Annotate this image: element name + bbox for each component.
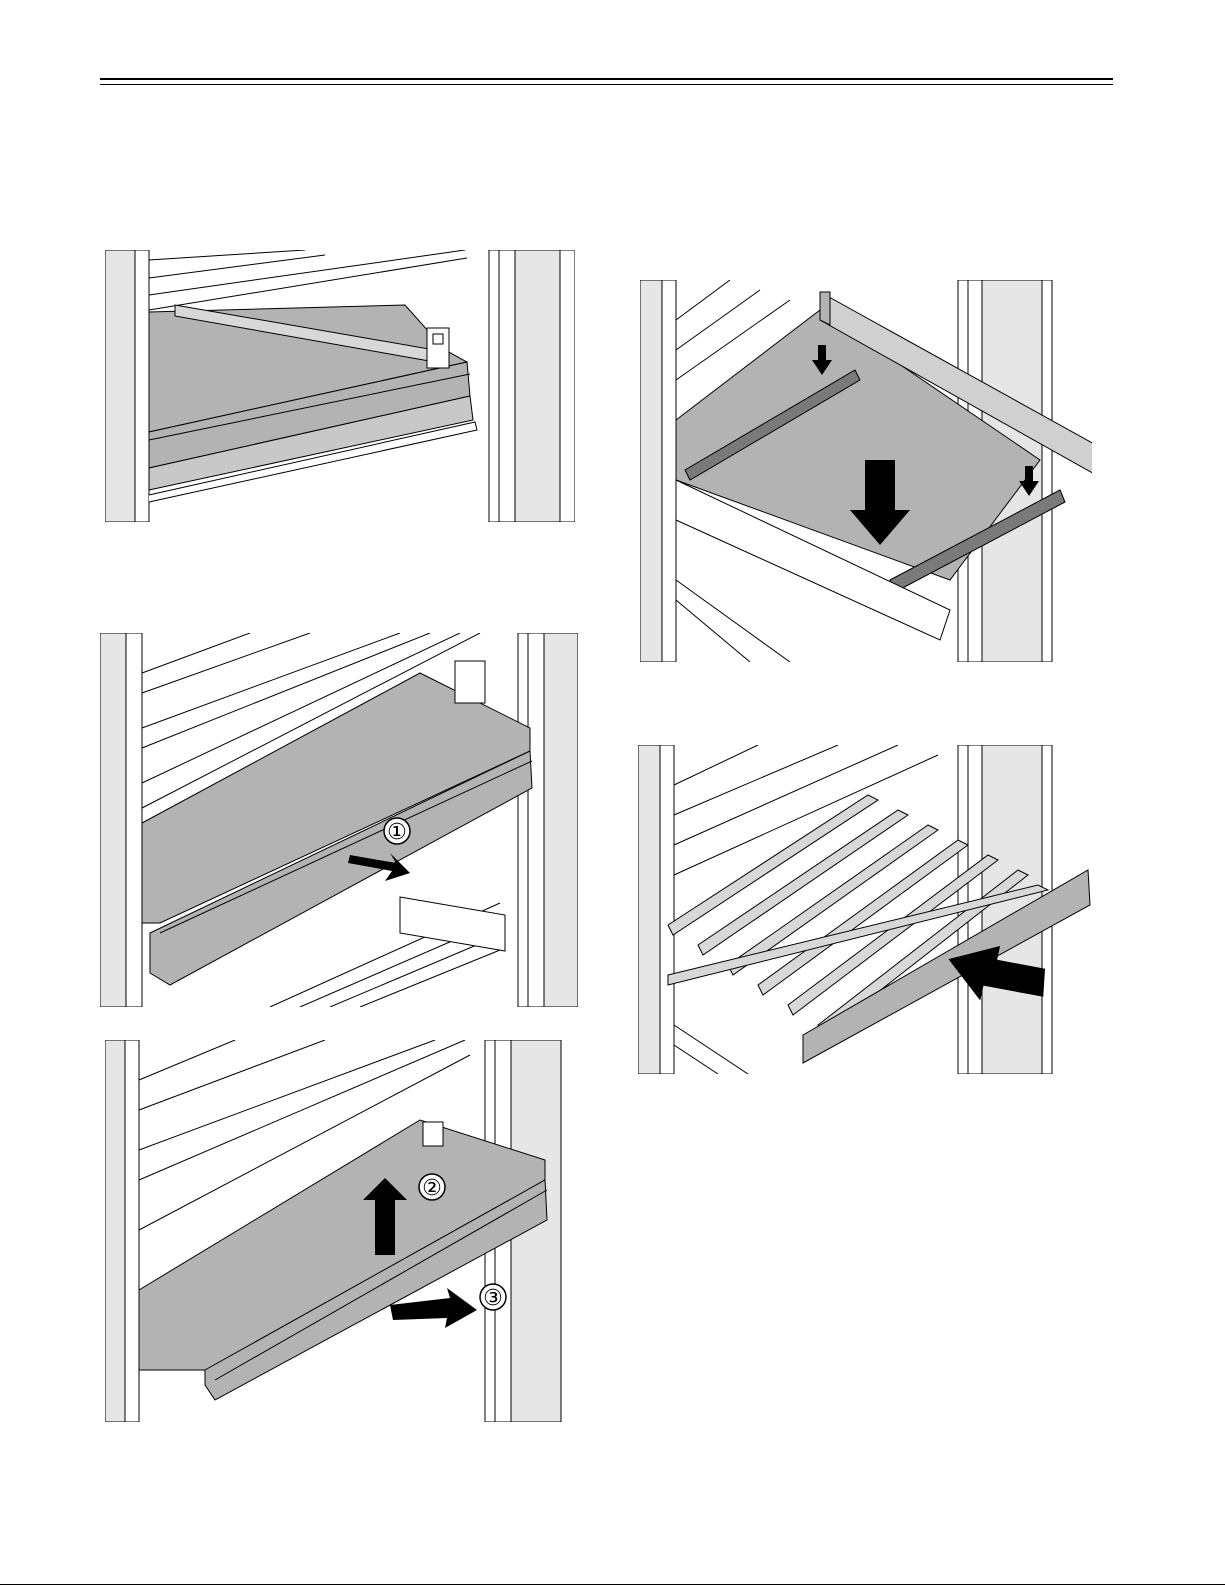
figure-shelf-insert-down: [640, 280, 1092, 662]
shelf-lift-and-remove-illustration: ② ③: [105, 1040, 575, 1422]
shelf-installed-illustration: [105, 250, 575, 522]
shelf-insert-down-illustration: [640, 280, 1092, 662]
shelf-pull-out-illustration: ①: [100, 633, 578, 1007]
header-rule-thick: [100, 78, 1113, 80]
header-rule-thin: [100, 84, 1113, 85]
figure-rack-push-in: [638, 745, 1105, 1074]
step-3-label: ③: [483, 1286, 503, 1311]
step-1-label: ①: [387, 820, 407, 845]
figure-shelf-pull-out: ①: [100, 633, 578, 1007]
step-2-label: ②: [422, 1176, 442, 1201]
figure-shelf-installed: [105, 250, 575, 522]
figure-shelf-lift-remove: ② ③: [105, 1040, 575, 1422]
rack-push-in-illustration: [638, 745, 1105, 1074]
